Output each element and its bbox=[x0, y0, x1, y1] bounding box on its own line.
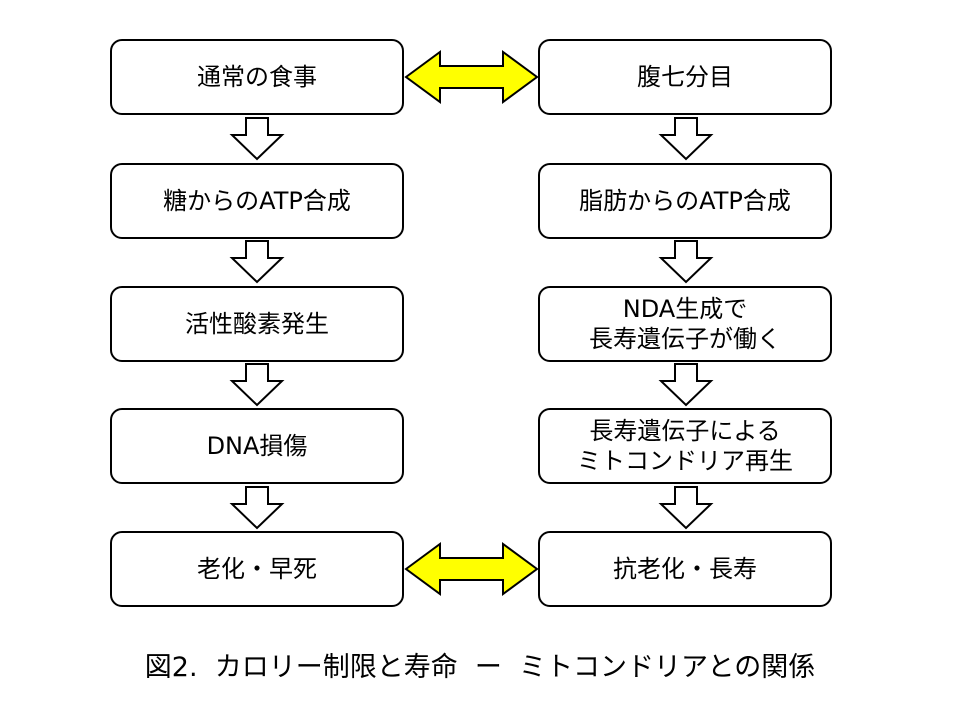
right-box-anti-aging-longevity: 抗老化・長寿 bbox=[538, 531, 832, 607]
left-box-label: 通常の食事 bbox=[197, 63, 317, 91]
double-arrow-bottom bbox=[404, 542, 539, 596]
down-arrow-right-1 bbox=[658, 117, 714, 161]
left-box-dna-damage: DNA損傷 bbox=[110, 408, 404, 484]
right-box-label: 脂肪からのATP合成 bbox=[579, 187, 791, 215]
down-arrow-left-2 bbox=[229, 240, 285, 284]
right-box-label: 長寿遺伝子による ミトコンドリア再生 bbox=[577, 417, 793, 475]
down-arrow-left-4 bbox=[229, 486, 285, 530]
left-box-normal-diet: 通常の食事 bbox=[110, 39, 404, 115]
down-arrow-left-1 bbox=[229, 117, 285, 161]
left-box-aging-early-death: 老化・早死 bbox=[110, 531, 404, 607]
left-box-atp-from-sugar: 糖からのATP合成 bbox=[110, 163, 404, 239]
down-arrow-right-3 bbox=[658, 363, 714, 407]
right-box-atp-from-fat: 脂肪からのATP合成 bbox=[538, 163, 832, 239]
double-arrow-top bbox=[404, 50, 539, 104]
right-box-label: 腹七分目 bbox=[637, 63, 733, 91]
left-box-label: DNA損傷 bbox=[206, 432, 308, 460]
down-arrow-right-4 bbox=[658, 486, 714, 530]
down-arrow-right-2 bbox=[658, 240, 714, 284]
right-box-longevity-genes-activate: NDA生成で 長寿遺伝子が働く bbox=[538, 286, 832, 362]
left-box-label: 老化・早死 bbox=[197, 555, 317, 583]
down-arrow-left-3 bbox=[229, 363, 285, 407]
right-box-mitochondria-regeneration: 長寿遺伝子による ミトコンドリア再生 bbox=[538, 408, 832, 484]
right-box-label: 抗老化・長寿 bbox=[613, 555, 757, 583]
left-box-label: 活性酸素発生 bbox=[185, 310, 329, 338]
right-box-label: NDA生成で 長寿遺伝子が働く bbox=[589, 295, 781, 353]
left-box-active-oxygen: 活性酸素発生 bbox=[110, 286, 404, 362]
right-box-seventy-percent-full: 腹七分目 bbox=[538, 39, 832, 115]
left-box-label: 糖からのATP合成 bbox=[163, 187, 351, 215]
figure-caption: 図2. カロリー制限と寿命 ー ミトコンドリアとの関係 bbox=[144, 652, 816, 683]
